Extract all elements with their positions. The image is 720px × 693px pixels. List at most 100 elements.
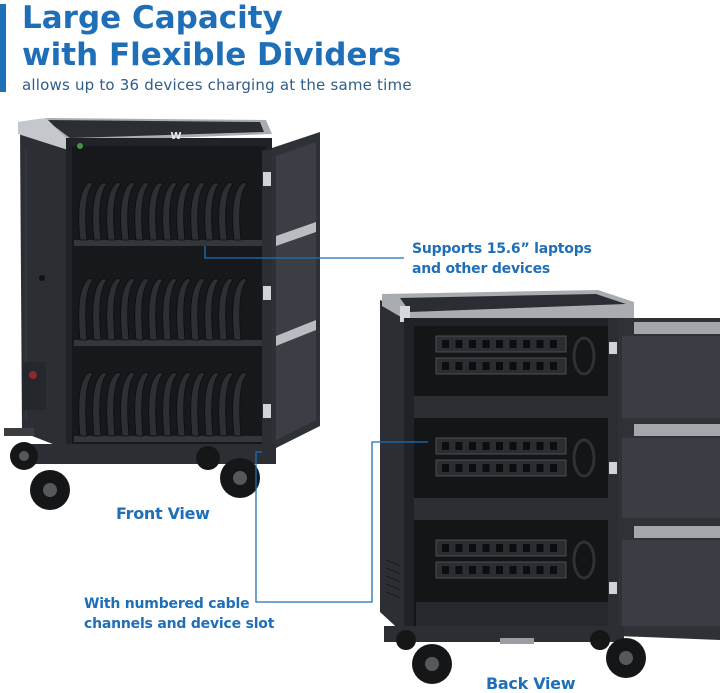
front-view-cart xyxy=(4,118,320,510)
device-slot-divider xyxy=(78,371,94,437)
power-outlet xyxy=(469,362,476,370)
power-outlet xyxy=(442,362,449,370)
device-slot-divider xyxy=(92,181,108,241)
power-outlet xyxy=(455,566,463,574)
device-slot-divider xyxy=(232,277,248,341)
power-outlet xyxy=(509,544,517,552)
back-view-cart xyxy=(380,290,720,684)
power-outlet xyxy=(496,340,503,348)
device-slot-divider xyxy=(78,277,94,341)
power-outlet xyxy=(523,566,530,574)
power-outlet xyxy=(509,340,517,348)
device-slot-divider xyxy=(162,371,178,437)
power-outlet xyxy=(482,464,490,472)
title-line-1: Large Capacity xyxy=(22,0,283,36)
power-outlet xyxy=(455,340,463,348)
device-slot-divider xyxy=(204,277,220,341)
power-outlet xyxy=(496,464,503,472)
device-slot-divider xyxy=(120,277,136,341)
device-slot-divider xyxy=(190,277,206,341)
device-slot-divider xyxy=(176,371,192,437)
device-slot-divider xyxy=(190,181,206,241)
power-outlet xyxy=(482,544,490,552)
device-slot-divider xyxy=(134,181,150,241)
device-slot-divider xyxy=(148,181,164,241)
back-view-label: Back View xyxy=(486,674,576,693)
device-slot-divider xyxy=(218,277,234,341)
power-outlet xyxy=(469,464,476,472)
power-outlet xyxy=(550,362,557,370)
power-outlet xyxy=(509,464,517,472)
power-outlet xyxy=(442,340,449,348)
brand-logo: W xyxy=(170,131,181,142)
title-line-2: with Flexible Dividers xyxy=(22,37,402,73)
cable-callout-line-2: channels and device slot xyxy=(84,616,275,632)
device-slot-divider xyxy=(162,277,178,341)
device-slot-divider xyxy=(176,181,192,241)
device-slot-divider xyxy=(232,371,248,437)
power-outlet xyxy=(536,362,544,370)
cable-callout-line-1: With numbered cable xyxy=(84,596,250,612)
laptop-callout-line-1: Supports 15.6” laptops xyxy=(412,241,592,257)
accent-bar xyxy=(0,4,6,92)
power-outlet xyxy=(482,442,490,450)
laptop-callout-line-2: and other devices xyxy=(412,261,551,277)
page-subtitle: allows up to 36 devices charging at the … xyxy=(22,76,412,94)
device-slot-divider xyxy=(204,371,220,437)
laptop-callout-line xyxy=(204,246,404,259)
device-slot-divider xyxy=(148,277,164,341)
device-slot-divider xyxy=(106,277,122,341)
power-outlet xyxy=(482,362,490,370)
power-outlet xyxy=(523,362,530,370)
device-slot-divider xyxy=(162,181,178,241)
device-slot-divider xyxy=(120,371,136,437)
device-slot-divider xyxy=(92,277,108,341)
device-slots xyxy=(78,181,248,437)
device-slot-divider xyxy=(134,371,150,437)
power-outlet xyxy=(455,544,463,552)
power-outlet xyxy=(509,566,517,574)
power-outlet xyxy=(536,464,544,472)
power-outlet xyxy=(496,442,503,450)
power-outlet xyxy=(550,544,557,552)
power-outlet xyxy=(469,442,476,450)
device-slot-divider xyxy=(106,371,122,437)
power-outlet xyxy=(536,544,544,552)
power-outlet xyxy=(442,464,449,472)
device-slot-divider xyxy=(106,181,122,241)
power-outlet xyxy=(469,340,476,348)
power-outlet xyxy=(482,340,490,348)
power-outlet xyxy=(536,340,544,348)
power-outlet xyxy=(469,566,476,574)
power-outlet xyxy=(442,566,449,574)
device-slot-divider xyxy=(78,181,94,241)
power-outlet xyxy=(523,340,530,348)
power-outlet xyxy=(442,544,449,552)
power-outlet xyxy=(550,340,557,348)
power-outlet xyxy=(496,566,503,574)
power-outlet xyxy=(550,464,557,472)
power-strips xyxy=(435,335,567,579)
power-outlet xyxy=(496,362,503,370)
power-outlet xyxy=(523,442,530,450)
cable-channels-callout: With numbered cable channels and device … xyxy=(84,594,274,634)
power-outlet xyxy=(496,544,503,552)
power-outlet xyxy=(536,442,544,450)
page-title: Large Capacity with Flexible Dividers xyxy=(22,0,401,74)
power-outlet xyxy=(455,442,463,450)
power-outlet xyxy=(455,464,463,472)
cable-callout-line-front xyxy=(255,451,262,603)
power-outlet xyxy=(536,566,544,574)
device-slot-divider xyxy=(134,277,150,341)
power-outlet xyxy=(442,442,449,450)
power-outlet xyxy=(509,362,517,370)
power-outlet xyxy=(523,464,530,472)
device-slot-divider xyxy=(204,181,220,241)
device-slot-divider xyxy=(176,277,192,341)
device-slot-divider xyxy=(218,181,234,241)
power-outlet xyxy=(455,362,463,370)
power-outlet xyxy=(482,566,490,574)
device-slot-divider xyxy=(92,371,108,437)
power-outlet xyxy=(469,544,476,552)
